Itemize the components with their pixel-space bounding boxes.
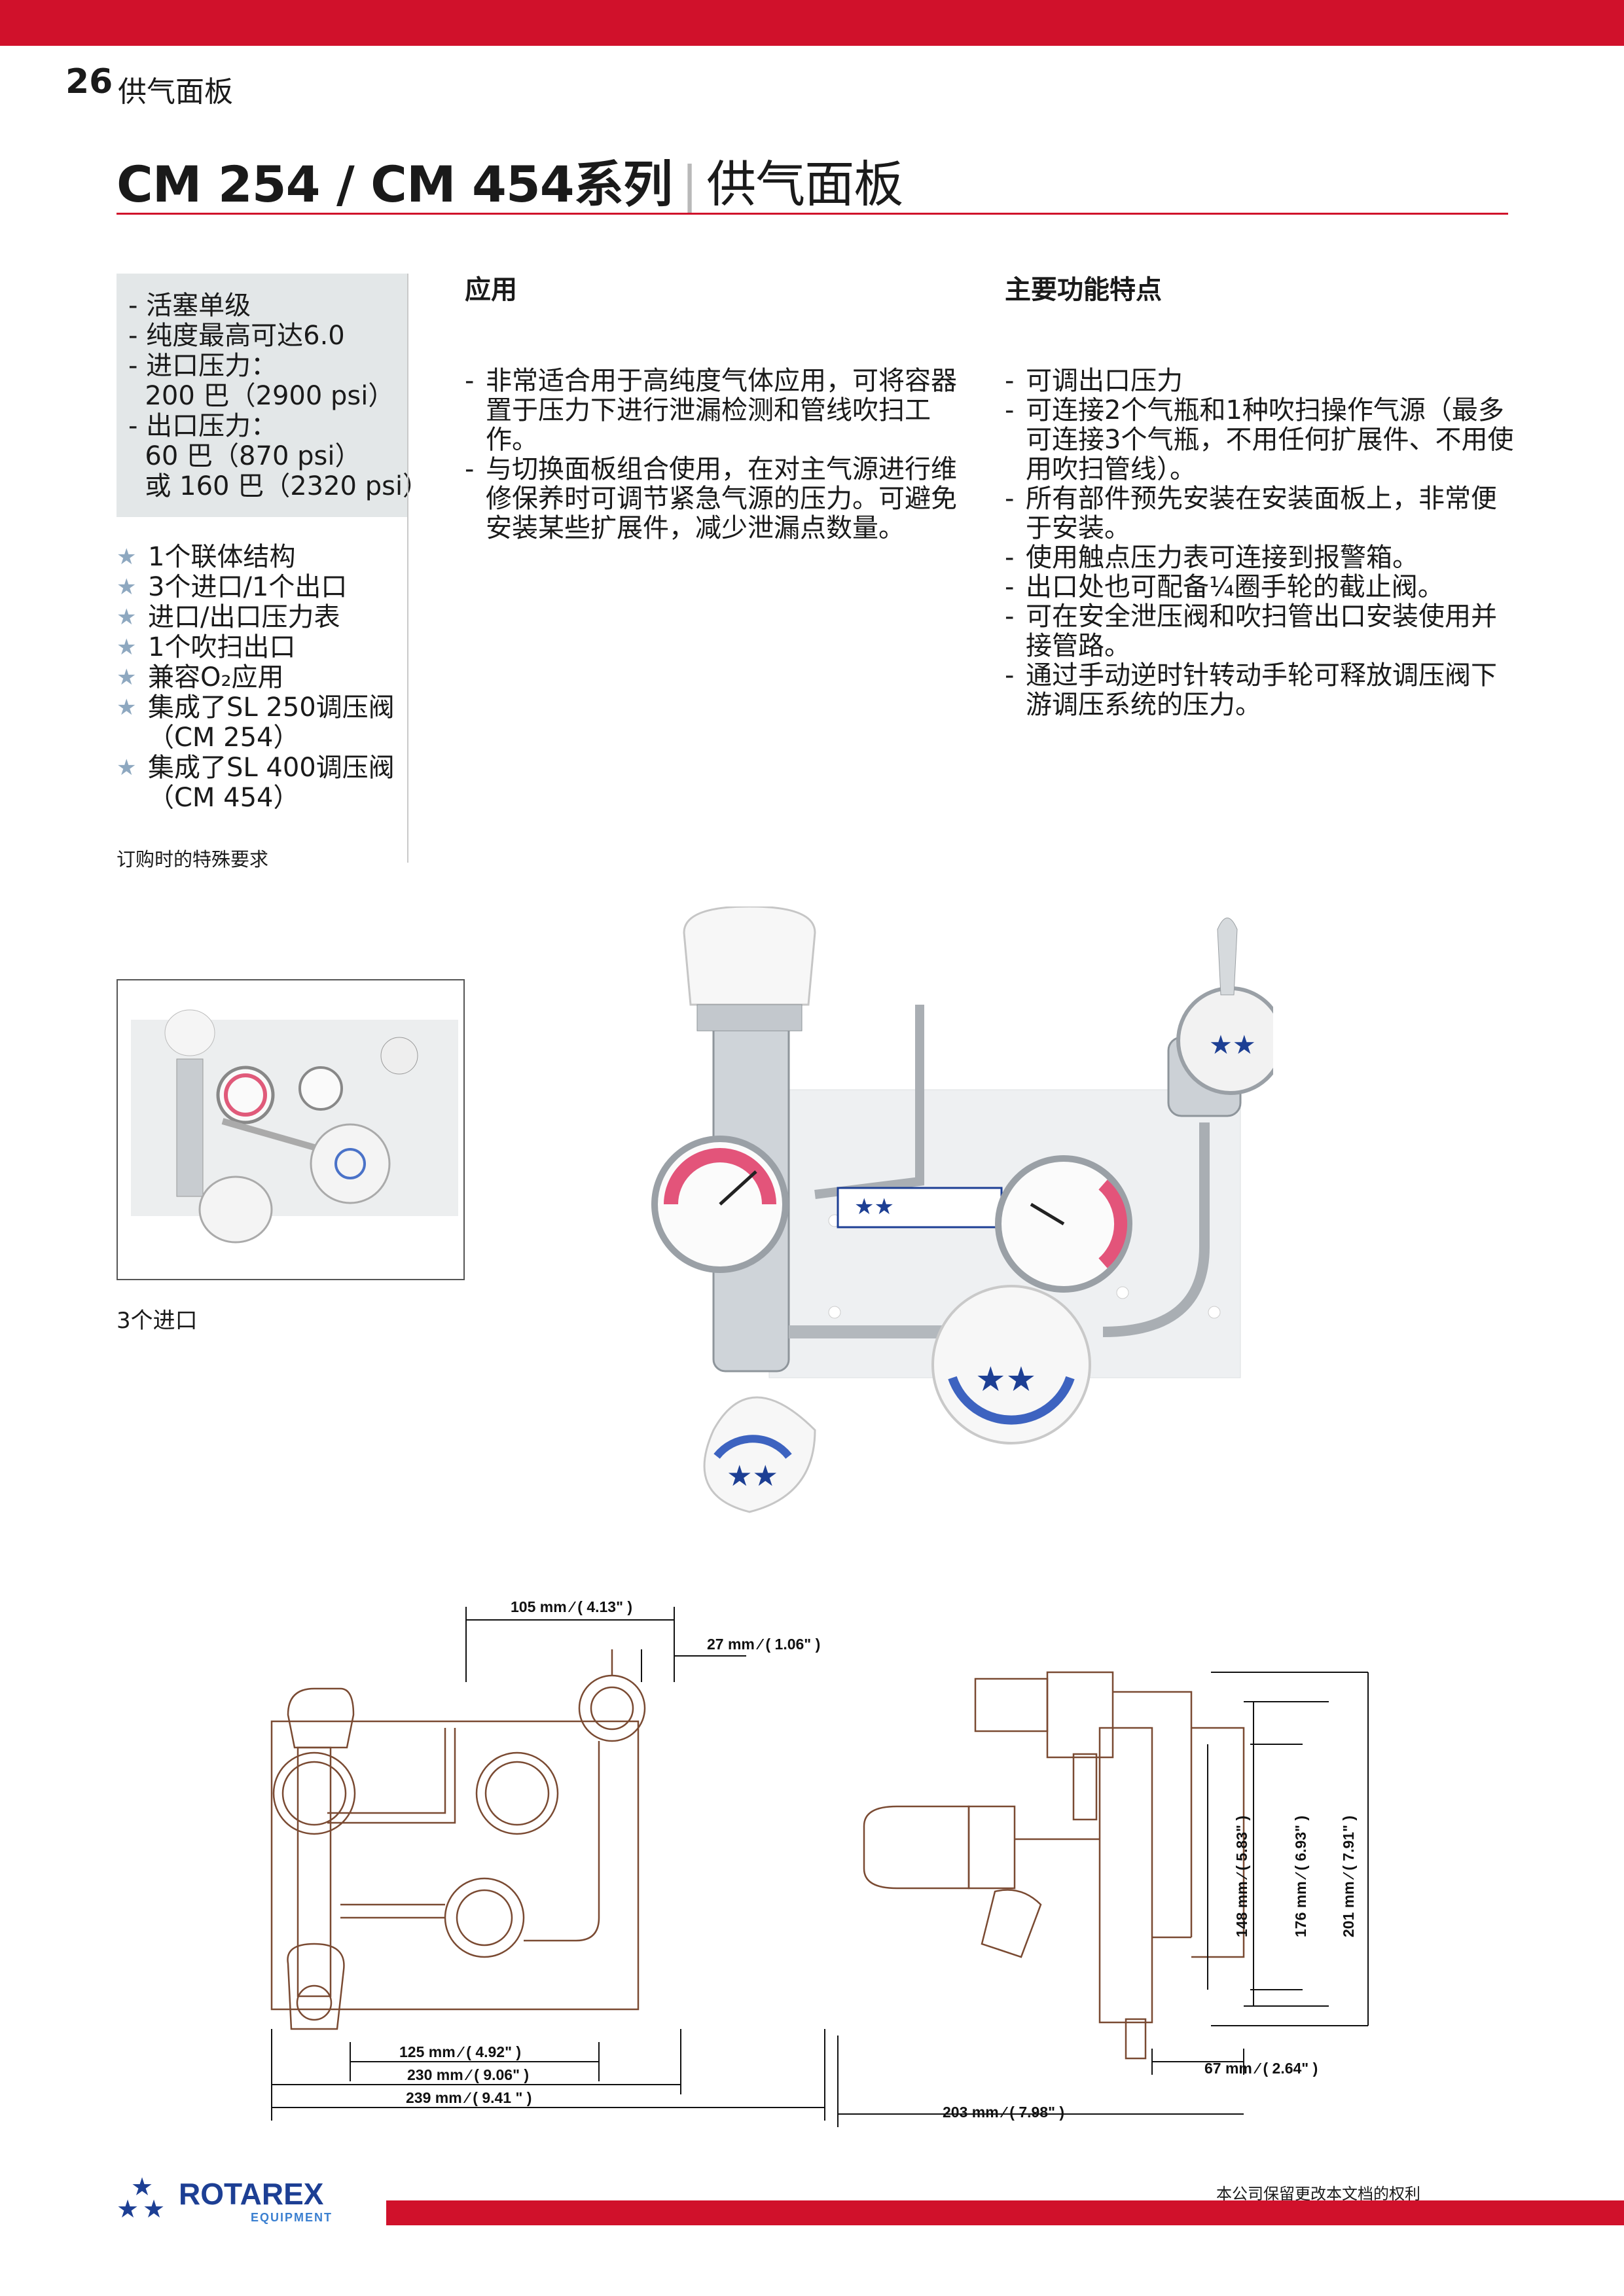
list-item: 与切换面板组合使用，在对主气源进行维修保养时可调节紧急气源的压力。可避免安装某些…: [465, 455, 962, 543]
list-item: 可在安全泄压阀和吹扫管出口安装使用并接管路。: [1005, 602, 1522, 661]
dim-125: 125 mm ⁄ ( 4.92" ): [399, 2043, 521, 2060]
page-title: CM 254 / CM 454系列|供气面板: [117, 144, 903, 216]
spec-item: 200 巴（2900 psi）: [128, 381, 395, 411]
dim-230: 230 mm ⁄ ( 9.06" ): [407, 2066, 529, 2083]
list-item: （CM 454）: [148, 783, 300, 813]
star-icon: ★: [117, 664, 137, 691]
list-item: ★兼容O₂应用: [117, 662, 284, 692]
application-column: 应用 非常适合用于高纯度气体应用，可将容器置于压力下进行泄漏检测和管线吹扫工作。…: [465, 268, 962, 543]
front-view-dimension-lines: [271, 1607, 825, 2121]
list-item: ★3个进口/1个出口: [117, 572, 348, 602]
spec-item: 或 160 巴（2320 psi）: [128, 471, 429, 501]
spec-item: 60 巴（870 psi）: [128, 441, 361, 471]
spec-item: - 活塞单级: [128, 291, 251, 321]
star-icon: ★: [117, 574, 137, 600]
list-item: ★1个联体结构: [117, 542, 296, 572]
list-item: ★1个吹扫出口: [117, 632, 296, 662]
column-divider: [407, 274, 408, 863]
bottom-red-bar: [386, 2200, 1624, 2225]
application-heading: 应用: [465, 275, 517, 305]
features-heading: 主要功能特点: [1005, 275, 1162, 305]
list-item: 使用触点压力表可连接到报警箱。: [1005, 543, 1522, 573]
svg-text:★: ★: [143, 2195, 165, 2223]
list-item: ★进口/出口压力表: [117, 602, 340, 632]
spec-box: - 活塞单级 - 纯度最高可达6.0 - 进口压力： 200 巴（2900 ps…: [117, 274, 429, 517]
list-item: 所有部件预先安装在安装面板上，非常便于安装。: [1005, 484, 1522, 543]
brand-name: ROTAREX: [179, 2177, 324, 2211]
rotarex-stars-logo: ★ ★ ★: [117, 2172, 165, 2223]
star-icon: ★: [117, 604, 137, 630]
list-item: ★集成了SL 400调压阀: [117, 753, 395, 783]
svg-text:★★: ★★: [727, 1460, 778, 1493]
title-sub: 供气面板: [706, 155, 903, 213]
svg-text:★: ★: [117, 2195, 139, 2223]
dim-67: 67 mm ⁄ ( 2.64" ): [1204, 2060, 1318, 2077]
inset-photo-3-inlets: [117, 979, 465, 1280]
special-order-note: 订购时的特殊要求: [117, 848, 269, 870]
page-section: 供气面板: [118, 75, 233, 109]
star-icon: ★: [117, 634, 137, 660]
rotarex-logo: ★ ★ ★ ROTAREX EQUIPMENT: [117, 2172, 333, 2224]
brand-sub: EQUIPMENT: [251, 2211, 333, 2224]
side-view-drawing: 148 mm ⁄ ( 5.83" ) 176 mm ⁄ ( 6.93" ) 20…: [837, 1671, 1369, 2127]
list-item: 可调出口压力: [1005, 367, 1522, 397]
title-separator: |: [681, 155, 698, 213]
product-photo-illustration: ★★ ★★ ★★ ★★: [651, 905, 1285, 1513]
inset-photo-caption: 3个进口: [117, 1308, 198, 1334]
star-icon: ★: [117, 755, 137, 781]
top-red-bar: [0, 0, 1624, 46]
dim-27: 27 mm ⁄ ( 1.06" ): [707, 1636, 820, 1653]
svg-text:★★: ★★: [975, 1360, 1036, 1399]
front-view-linework: [270, 1649, 646, 2030]
list-item: 出口处也可配备¼圈手轮的截止阀。: [1005, 573, 1522, 603]
list-item: ★集成了SL 250调压阀: [117, 692, 395, 723]
svg-text:★★: ★★: [1209, 1030, 1256, 1060]
title-rule: [117, 213, 1508, 215]
svg-text:★: ★: [131, 2172, 153, 2201]
inset-photo-illustration: [131, 1009, 458, 1244]
spec-item: - 出口压力：: [128, 411, 278, 441]
list-item: 可连接2个气瓶和1种吹扫操作气源（最多可连接3个气瓶，不用任何扩展件、不用使用吹…: [1005, 396, 1522, 484]
features-column: 主要功能特点 可调出口压力 可连接2个气瓶和1种吹扫操作气源（最多可连接3个气瓶…: [1005, 268, 1522, 720]
dim-176: 176 mm ⁄ ( 6.93" ): [1292, 1816, 1309, 1937]
list-item: （CM 254）: [148, 723, 300, 753]
spec-item: - 进口压力：: [128, 351, 278, 381]
page-number: 26: [65, 62, 113, 101]
star-icon: ★: [117, 694, 137, 721]
dim-105: 105 mm ⁄ ( 4.13" ): [511, 1598, 632, 1615]
dim-203: 203 mm ⁄ ( 7.98" ): [943, 2104, 1064, 2121]
feature-star-list: ★1个联体结构 ★3个进口/1个出口 ★进口/出口压力表 ★1个吹扫出口 ★兼容…: [117, 542, 395, 813]
rights-notice: 本公司保留更改本文档的权利: [1216, 2185, 1420, 2203]
title-main: CM 254 / CM 454系列: [117, 155, 673, 213]
dim-148: 148 mm ⁄ ( 5.83" ): [1233, 1816, 1250, 1937]
side-view-dimension-lines: [837, 1672, 1369, 2127]
front-view-drawing: 105 mm ⁄ ( 4.13" ) 27 mm ⁄ ( 1.06" ) 125…: [270, 1598, 825, 2121]
list-item: 通过手动逆时针转动手轮可释放调压阀下游调压系统的压力。: [1005, 661, 1522, 720]
list-item: 非常适合用于高纯度气体应用，可将容器置于压力下进行泄漏检测和管线吹扫工作。: [465, 367, 962, 455]
product-photo: ★★ ★★ ★★ ★★: [645, 905, 1285, 1535]
dim-201: 201 mm ⁄ ( 7.91" ): [1340, 1816, 1357, 1937]
star-icon: ★: [117, 544, 137, 570]
dim-239: 239 mm ⁄ ( 9.41 " ): [406, 2089, 532, 2106]
spec-item: - 纯度最高可达6.0: [128, 321, 345, 351]
side-view-linework: [863, 1671, 1245, 2060]
svg-text:★★: ★★: [854, 1194, 894, 1220]
